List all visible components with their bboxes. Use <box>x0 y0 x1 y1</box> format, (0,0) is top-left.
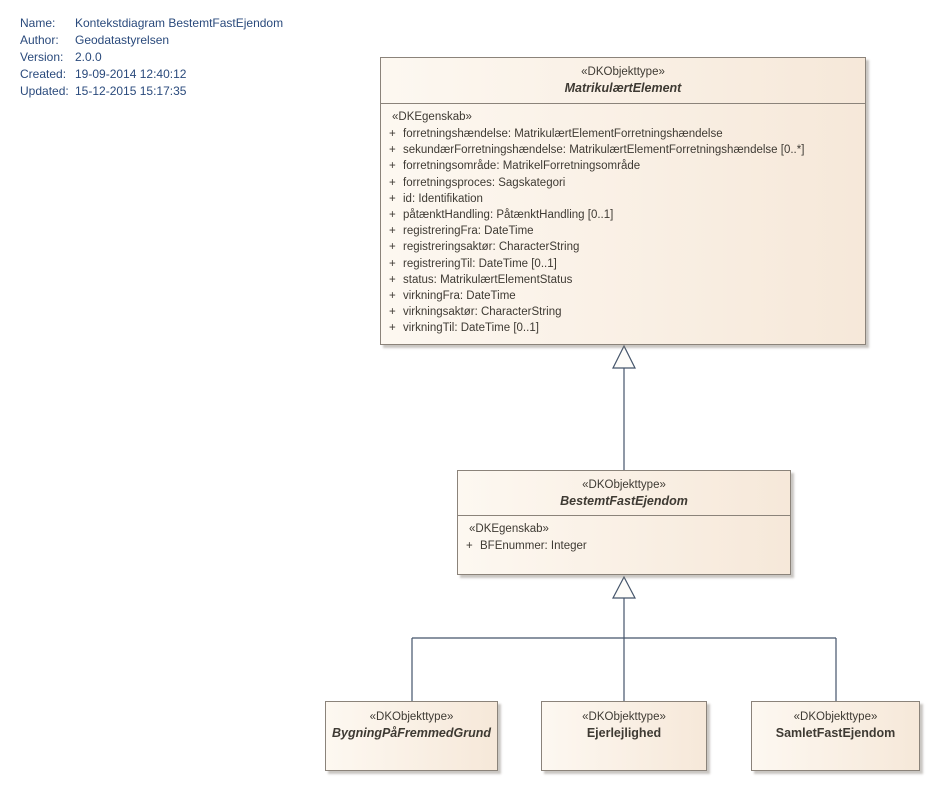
attributes-stereotype: «DKEgenskab» <box>469 523 549 535</box>
property-label: Created: <box>20 67 67 81</box>
attribute-row: + sekundærForretningshændelse: Matrikulæ… <box>381 142 865 158</box>
attribute-row: + virkningsaktør: CharacterString <box>381 304 865 320</box>
class-header: «DKObjekttype» MatrikulærtElement <box>381 58 865 104</box>
visibility-plus: + <box>389 257 396 270</box>
property-value: Geodatastyrelsen <box>75 33 170 47</box>
attribute-row: + forretningsproces: Sagskategori <box>381 175 865 191</box>
class-name: BygningPåFremmedGrund <box>331 726 492 740</box>
property-label: Name: <box>20 16 56 30</box>
attribute-text: status: MatrikulærtElementStatus <box>403 273 573 286</box>
attribute-row: + virkningFra: DateTime <box>381 288 865 304</box>
attribute-row: + påtænktHandling: PåtænktHandling [0..1… <box>381 207 865 223</box>
class-stereotype: «DKObjekttype» <box>582 711 666 723</box>
attribute-row: + registreringsaktør: CharacterString <box>381 239 865 255</box>
attributes-compartment: «DKEgenskab» + BFEnummer: Integer <box>458 516 790 554</box>
class-name: SamletFastEjendom <box>775 726 896 740</box>
class-matrikulaertelement[interactable]: «DKObjekttype» MatrikulærtElement «DKEge… <box>380 57 866 345</box>
visibility-plus: + <box>389 192 396 205</box>
property-author: Author: Geodatastyrelsen <box>20 32 283 49</box>
visibility-plus: + <box>389 322 396 335</box>
attribute-text: registreringFra: DateTime <box>403 225 534 238</box>
property-value: 19-09-2014 12:40:12 <box>75 67 187 81</box>
attribute-text: forretningsproces: Sagskategori <box>403 176 566 189</box>
property-updated: Updated: 15-12-2015 15:17:35 <box>20 83 283 100</box>
attribute-row: + id: Identifikation <box>381 191 865 207</box>
visibility-plus: + <box>389 241 396 254</box>
visibility-plus: + <box>389 225 396 238</box>
property-created: Created: 19-09-2014 12:40:12 <box>20 66 283 83</box>
class-stereotype: «DKObjekttype» <box>793 711 878 723</box>
visibility-plus: + <box>389 273 396 286</box>
attribute-row: + forretningshændelse: MatrikulærtElemen… <box>381 126 865 142</box>
attribute-text: virkningTil: DateTime [0..1] <box>403 322 539 335</box>
class-header: «DKObjekttype» BygningPåFremmedGrund <box>326 702 497 742</box>
diagram-properties: Name: Kontekstdiagram BestemtFastEjendom… <box>20 15 283 100</box>
visibility-plus: + <box>389 289 396 302</box>
attribute-row: + status: MatrikulærtElementStatus <box>381 272 865 288</box>
attribute-row: + registreringFra: DateTime <box>381 223 865 239</box>
class-name: BestemtFastEjendom <box>560 494 688 508</box>
class-stereotype: «DKObjekttype» <box>582 479 666 491</box>
class-header: «DKObjekttype» SamletFastEjendom <box>752 702 919 742</box>
attribute-row: + registreringTil: DateTime [0..1] <box>381 256 865 272</box>
visibility-plus: + <box>389 176 396 189</box>
class-header: «DKObjekttype» BestemtFastEjendom <box>458 471 790 516</box>
property-label: Updated: <box>20 84 69 98</box>
attribute-text: registreringsaktør: CharacterString <box>403 241 580 254</box>
property-label: Version: <box>20 50 64 64</box>
property-value: 2.0.0 <box>75 50 102 64</box>
visibility-plus: + <box>389 160 396 173</box>
class-ejerlejlighed[interactable]: «DKObjekttype» Ejerlejlighed <box>541 701 707 771</box>
visibility-plus: + <box>389 128 396 140</box>
property-version: Version: 2.0.0 <box>20 49 283 66</box>
visibility-plus: + <box>466 540 473 552</box>
class-stereotype: «DKObjekttype» <box>581 66 665 78</box>
attribute-row: + virkningTil: DateTime [0..1] <box>381 320 865 336</box>
property-value: 15-12-2015 15:17:35 <box>75 84 187 98</box>
property-value: Kontekstdiagram BestemtFastEjendom <box>75 16 284 30</box>
visibility-plus: + <box>389 306 396 319</box>
attribute-text: virkningsaktør: CharacterString <box>403 306 562 319</box>
class-name: Ejerlejlighed <box>586 726 662 740</box>
generalization-arrowhead <box>612 575 636 599</box>
class-stereotype: «DKObjekttype» <box>369 711 454 723</box>
attribute-text: id: Identifikation <box>403 192 483 205</box>
attribute-text: forretningshændelse: MatrikulærtElementF… <box>403 128 723 140</box>
attributes-stereotype: «DKEgenskab» <box>392 111 472 123</box>
attribute-text: forretningsområde: MatrikelForretningsom… <box>403 160 641 173</box>
attribute-row: + forretningsområde: MatrikelForretnings… <box>381 158 865 174</box>
class-samletfastejendom[interactable]: «DKObjekttype» SamletFastEjendom <box>751 701 920 771</box>
class-header: «DKObjekttype» Ejerlejlighed <box>542 702 706 742</box>
attribute-row: + BFEnummer: Integer <box>458 538 790 554</box>
attribute-text: påtænktHandling: PåtænktHandling [0..1] <box>403 208 614 221</box>
attribute-text: BFEnummer: Integer <box>480 540 587 552</box>
visibility-plus: + <box>389 208 396 221</box>
attributes-compartment: «DKEgenskab» + forretningshændelse: Matr… <box>381 104 865 336</box>
class-name: MatrikulærtElement <box>564 81 682 95</box>
property-label: Author: <box>20 33 59 47</box>
property-name: Name: Kontekstdiagram BestemtFastEjendom <box>20 15 283 32</box>
visibility-plus: + <box>389 144 396 157</box>
attribute-text: registreringTil: DateTime [0..1] <box>403 257 557 270</box>
generalization-arrowhead <box>612 344 636 369</box>
class-bygningpaafremmedgrund[interactable]: «DKObjekttype» BygningPåFremmedGrund <box>325 701 498 771</box>
class-bestemtfastejendom[interactable]: «DKObjekttype» BestemtFastEjendom «DKEge… <box>457 470 791 575</box>
attribute-text: sekundærForretningshændelse: Matrikulært… <box>403 144 805 157</box>
attribute-text: virkningFra: DateTime <box>403 289 516 302</box>
